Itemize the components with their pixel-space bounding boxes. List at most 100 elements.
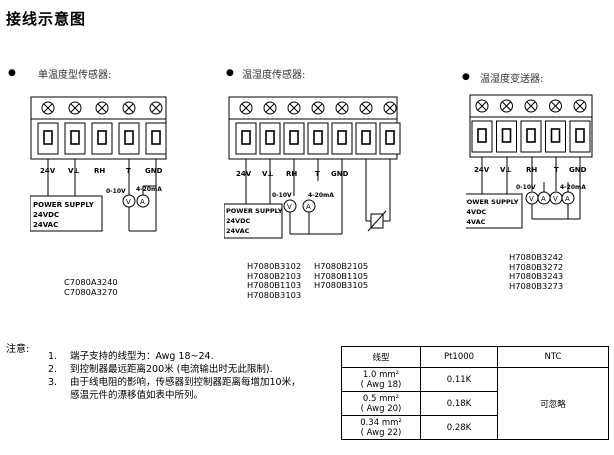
wire-slot-opening	[241, 130, 251, 145]
model-number: H7080B3105	[314, 280, 369, 290]
wire-cell: 0.5 mm²( Awg 20)	[341, 391, 421, 416]
wire-size: 0.5 mm²	[362, 393, 400, 404]
wire-slot-opening	[385, 130, 395, 145]
wire-slot-opening	[361, 130, 371, 145]
wire-slot-opening	[124, 130, 134, 145]
note-item: 感温元件的漂移值如表中所列。	[48, 389, 301, 402]
terminal-label-rh: RH	[526, 166, 537, 174]
signal-current-label: 4-20mA	[136, 186, 162, 193]
model-number: H7080B3103	[247, 289, 302, 300]
wire-slot-opening	[70, 130, 80, 145]
models-temp-humidity-col1: H7080B3102 H7080B2103 H7080B1103 H7080B3…	[247, 261, 302, 300]
power-supply-title: POWER SUPPLY	[226, 207, 283, 215]
wire-slot-opening	[526, 128, 536, 143]
signal-voltage-label: 0-10V	[106, 188, 126, 195]
page-title: 接线示意图	[6, 10, 87, 28]
power-supply-title: POWER SUPPLY	[466, 198, 519, 206]
model-number: H7080B1105	[314, 270, 369, 281]
table-row: 1.0 mm²( Awg 18) 0.11K 可忽略	[341, 367, 609, 440]
note-text: 到控制器最远距离200米 (电流输出时无此限制).	[70, 364, 273, 375]
power-supply-box	[30, 195, 103, 232]
model-number: H7080B3272	[509, 261, 564, 272]
model-number: C7080A3240	[64, 277, 118, 287]
terminal-label-rh: RH	[286, 170, 297, 178]
wire-slot-opening	[151, 130, 161, 145]
pt-cell: 0.11K	[420, 367, 498, 392]
pt-cell: 0.28K	[420, 415, 498, 440]
power-supply-ac: 24VAC	[226, 227, 250, 235]
voltmeter-label: V	[126, 198, 131, 206]
models-transmitter: H7080B3242 H7080B3272 H7080B3243 H7080B3…	[509, 252, 564, 291]
wire-awg: ( Awg 20)	[360, 403, 402, 414]
wire-cell: 1.0 mm²( Awg 18)	[341, 367, 421, 392]
power-supply-dc: 24VDC	[33, 211, 59, 219]
header-wire-type: 线型	[341, 346, 421, 368]
signal-voltage-label: 0-10V	[272, 192, 292, 199]
section-heading-transmitter: 温湿度变送器:	[480, 74, 544, 85]
power-supply-ac: 24VAC	[466, 218, 486, 226]
terminal-label-gnd: GND	[569, 166, 587, 174]
note-item: 1. 端子支持的线型为：Awg 18~24.	[48, 350, 301, 363]
wire-size: 0.34 mm²	[360, 417, 402, 428]
ammeter-label: A	[565, 195, 570, 203]
terminal-label-t: T	[554, 166, 559, 174]
notes-title: 注意:	[6, 344, 30, 355]
wire-slot-opening	[477, 128, 487, 143]
wire-slot-opening	[265, 130, 275, 145]
wire-slot-opening	[575, 128, 585, 143]
terminal-label-vl: V⊥	[500, 166, 512, 174]
bullet-2: ●	[226, 68, 234, 78]
note-text: 端子支持的线型为：Awg 18~24.	[70, 351, 214, 362]
wire-slot-opening	[289, 130, 299, 145]
model-number: H7080B3102	[247, 261, 302, 271]
model-number: H7080B3243	[509, 271, 564, 281]
models-single-temp: C7080A3240 C7080A3270	[64, 277, 118, 297]
wire-drift-table: 线型 Pt1000 NTC 1.0 mm²( Awg 18) 0.11K 可忽略…	[341, 346, 609, 440]
power-supply-ac: 24VAC	[33, 221, 58, 229]
terminal-label-vl: V⊥	[68, 167, 80, 175]
ammeter-label: A	[140, 198, 145, 206]
power-supply-dc: 24VDC	[466, 208, 486, 216]
voltmeter-label: V	[529, 195, 534, 203]
note-number: 3.	[48, 377, 58, 388]
power-supply-title: POWER SUPPLY	[33, 201, 95, 209]
note-item: 2. 到控制器最远距离200米 (电流输出时无此限制).	[48, 363, 301, 376]
model-number: H7080B2105	[314, 261, 369, 271]
bullet-3: ●	[462, 72, 470, 82]
wiring-diagram-temp-humidity: 24V V⊥ RH T GND POWER SUPPLY 24VDC 24VAC…	[224, 96, 401, 239]
table-row: 0.34 mm²( Awg 22) 0.28K	[341, 415, 609, 440]
note-number	[48, 389, 70, 402]
wire-slot-opening	[313, 130, 323, 145]
ammeter-label: A	[306, 203, 311, 211]
bullet-1: ●	[8, 68, 16, 78]
signal-current-label: 4-20mA	[308, 192, 334, 199]
ntc-cell: 可忽略	[497, 367, 609, 440]
header-pt1000: Pt1000	[420, 346, 498, 368]
terminal-label-t: T	[126, 167, 131, 175]
model-number: H7080B2103	[247, 270, 302, 281]
note-text: 由于线电阻的影响，传感器到控制器距离每增加10米，	[70, 377, 301, 388]
model-number: C7080A3270	[64, 286, 118, 297]
terminal-label-24v: 24V	[236, 170, 252, 178]
signal-voltage-label: 0-10V	[516, 184, 536, 191]
table-header-row: 线型 Pt1000 NTC	[341, 346, 609, 368]
voltmeter-label: V	[553, 195, 558, 203]
signal-current-label: 4-20mA	[560, 184, 586, 191]
note-number: 1.	[48, 351, 58, 362]
power-supply-dc: 24VDC	[226, 217, 250, 225]
ammeter-label: A	[541, 195, 546, 203]
voltmeter-label: V	[287, 203, 292, 211]
terminal-label-gnd: GND	[331, 170, 349, 178]
wire-slot-opening	[337, 130, 347, 145]
terminal-label-t: T	[315, 170, 320, 178]
wire-slot-opening	[43, 130, 53, 145]
wire-slot-opening	[550, 128, 561, 143]
voltmeter-icon	[122, 194, 136, 208]
power-supply-box	[466, 193, 523, 229]
wire-size: 1.0 mm²	[362, 369, 400, 380]
terminal-label-24v: 24V	[474, 166, 490, 174]
note-number: 2.	[48, 364, 58, 375]
power-supply-box	[224, 203, 283, 239]
section-heading-temp-humidity: 温湿度传感器:	[242, 70, 306, 81]
pt-cell: 0.18K	[420, 391, 498, 416]
